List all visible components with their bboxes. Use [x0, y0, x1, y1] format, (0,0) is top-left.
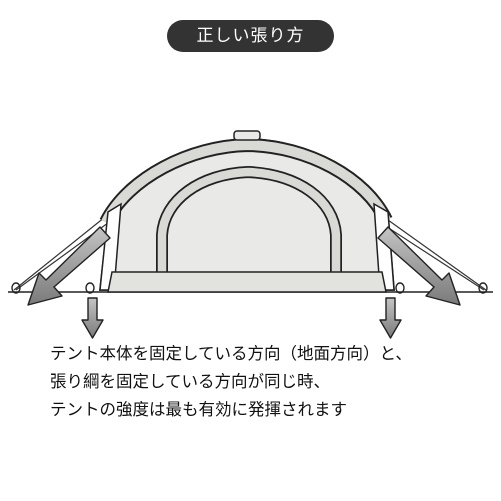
right-ground-arrow	[379, 297, 402, 339]
tent-body	[98, 138, 395, 291]
left-guyline-arrow	[27, 226, 111, 306]
right-guyline-arrow	[377, 226, 461, 306]
page-title: 正しい張り方	[167, 20, 334, 52]
tent-floor	[107, 271, 387, 293]
caption-line-2: 張り綱を固定している方向が同じ時、	[50, 372, 331, 391]
caption-line-1: テント本体を固定している方向（地面方向）と、	[50, 344, 412, 363]
left-ground-arrow	[81, 297, 104, 339]
roof-vent	[233, 130, 261, 141]
stake-loops	[11, 282, 488, 294]
caption: テント本体を固定している方向（地面方向）と、 張り綱を固定している方向が同じ時、…	[50, 340, 490, 424]
caption-line-3: テントの強度は最も有効に発揮されます	[50, 400, 347, 419]
